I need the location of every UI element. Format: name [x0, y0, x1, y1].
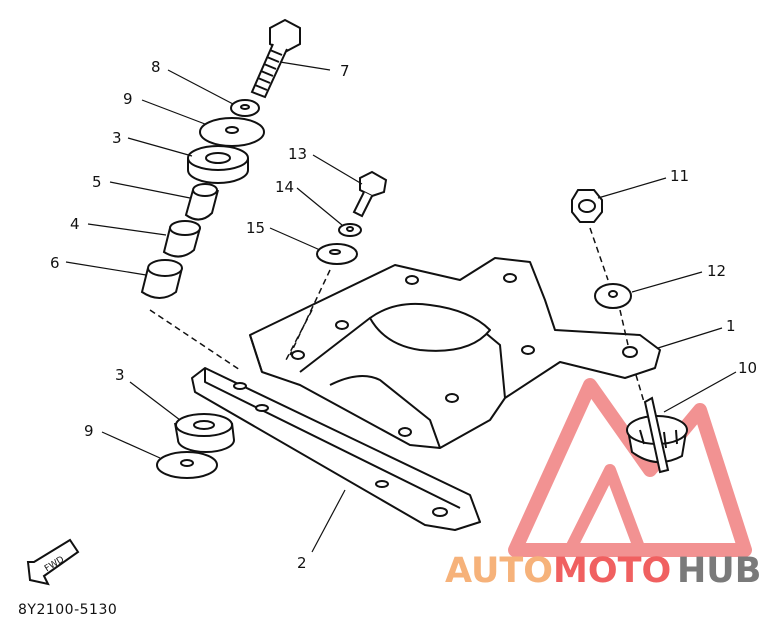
- watermark-hub: HUB: [677, 551, 761, 591]
- watermark-text: AUTO MOTO HUB: [445, 551, 761, 591]
- alignment-lines: [149, 227, 645, 403]
- bolt-7: [250, 18, 301, 99]
- part-labels: 1 2 3 3 4 5 6 7 8 9 9 10 11 12 13 14 15: [50, 58, 757, 572]
- lower-rail: [191, 367, 481, 531]
- label-part-1: 1: [726, 317, 736, 335]
- collar-4: [162, 220, 201, 258]
- damper-10: [626, 396, 688, 474]
- label-part-7: 7: [340, 62, 350, 80]
- label-part-5: 5: [92, 173, 102, 191]
- label-part-10: 10: [738, 359, 757, 377]
- washer-15: [316, 243, 358, 265]
- fwd-arrow-icon: FWD: [26, 538, 80, 586]
- bolt-13: [352, 170, 388, 218]
- label-part-9-bottom: 9: [84, 422, 94, 440]
- label-part-6: 6: [50, 254, 60, 272]
- washer-9-top: [199, 117, 265, 147]
- label-part-2: 2: [297, 554, 307, 572]
- label-part-8: 8: [151, 58, 161, 76]
- collar-3-top: [187, 145, 249, 184]
- washer-9-bottom: [156, 451, 218, 479]
- washer-8: [230, 99, 260, 117]
- nut-11: [571, 189, 603, 223]
- washer-14: [338, 223, 362, 237]
- label-part-3-bottom: 3: [115, 366, 125, 384]
- collar-6: [140, 259, 183, 299]
- label-part-9-top: 9: [123, 90, 133, 108]
- label-part-3-top: 3: [112, 129, 122, 147]
- main-bracket: [249, 257, 661, 449]
- label-part-15: 15: [246, 219, 265, 237]
- watermark-moto: MOTO: [553, 551, 671, 591]
- diagram-code: 8Y2100-5130: [18, 602, 118, 618]
- label-part-12: 12: [707, 262, 726, 280]
- label-part-14: 14: [275, 178, 294, 196]
- watermark-auto: AUTO: [445, 551, 553, 591]
- label-part-13: 13: [288, 145, 307, 163]
- leader-lines: [65, 61, 737, 553]
- washer-12: [594, 283, 632, 309]
- label-part-11: 11: [670, 167, 689, 185]
- label-part-4: 4: [70, 215, 80, 233]
- watermark-logo: [508, 378, 752, 557]
- collar-3-bottom: [174, 413, 236, 453]
- collar-5: [184, 183, 219, 221]
